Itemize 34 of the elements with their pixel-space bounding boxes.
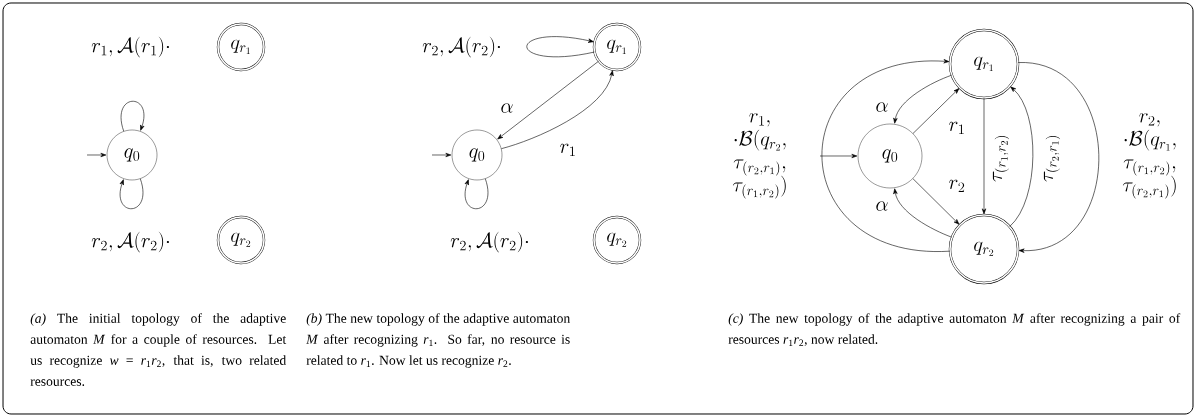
loop-arrow xyxy=(464,178,489,209)
caption: (c) The new topology of the adaptive automaton M after recognizing a pair of resources r$_{1}$r$_{2}$, now related. xyxy=(728,313,1181,346)
arrow xyxy=(821,59,951,252)
edge-label: $\alpha$ xyxy=(876,201,888,211)
arrow xyxy=(912,88,960,134)
edge-label: $r_1$ xyxy=(560,143,575,156)
loop-arrow xyxy=(526,36,595,58)
edge-label: $r_1, \mathcal{A}(r_1)\cdot$ xyxy=(91,36,169,58)
arrow xyxy=(1009,86,1034,227)
edge-label: $r_1,\allowbreak \cdot\mathcal{B}(q_{r_2},\allowbreak \tau_{(r_2,r_1)},\allowbreak \tau_{(r_1,r_2)})$ xyxy=(732,113,786,199)
loop-arrow xyxy=(120,100,145,132)
caption: (b) The new topology of the adaptive automaton M after recognizing r$_{1}$. So far, no resource is related to r$_{1}$. Now let us recognize r$_{2}$. xyxy=(306,313,570,368)
initial-arrow xyxy=(819,153,858,159)
arrow xyxy=(981,97,987,215)
edge-label: $\alpha$ xyxy=(876,102,888,112)
edge-label: $\tau_{(r_1,r_2)}$ xyxy=(992,135,1010,182)
edge-label: $\tau_{(r_2,r_1)}$ xyxy=(1043,135,1061,182)
arrow xyxy=(893,188,953,238)
arrow xyxy=(893,74,952,124)
edge-label: $r_2, \mathcal{A}(r_2)\cdot$ xyxy=(450,231,528,253)
edge-label: $r_2, \mathcal{A}(r_2)\cdot$ xyxy=(91,231,169,253)
edge-label: $\alpha$ xyxy=(501,103,513,113)
edge-label: $r_2, \mathcal{A}(r_2)\cdot$ xyxy=(422,36,500,58)
arrow xyxy=(497,60,599,140)
caption: (a) The initial topology of the adaptive automaton M for a couple of resources. Let us recognize w = r$_{1}$r$_{2}$, that is, two related resources. xyxy=(30,313,287,386)
loop-arrow xyxy=(119,178,144,209)
arrow xyxy=(501,70,614,149)
edge-label: $r_2$ xyxy=(949,179,965,192)
initial-arrow xyxy=(431,152,452,158)
edge-label: $r_2,\allowbreak \cdot\mathcal{B}(q_{r_1},\allowbreak \tau_{(r_1,r_2)},\allowbreak \tau_{(r_2,r_1)})$ xyxy=(1122,113,1176,199)
edge-label: $r_1$ xyxy=(949,121,964,134)
arrow xyxy=(1017,62,1100,253)
arrow xyxy=(912,178,960,225)
initial-arrow xyxy=(86,152,107,158)
